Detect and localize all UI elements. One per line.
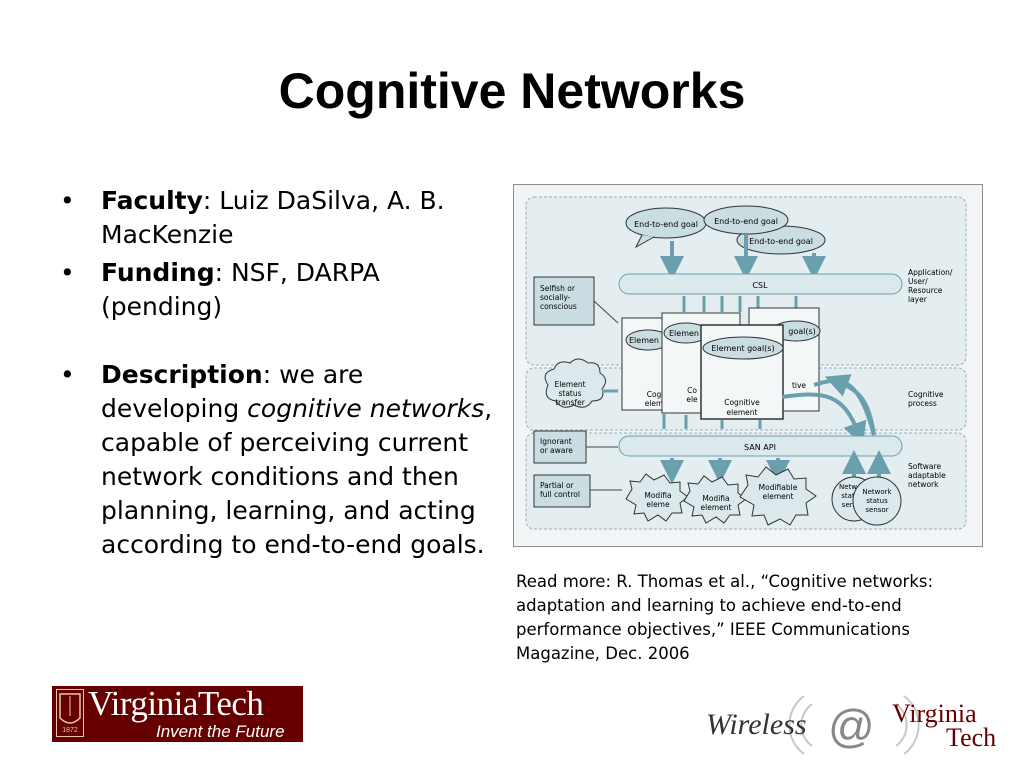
funding-label: Funding [101, 258, 215, 287]
vt-seal-icon: 1872 [56, 689, 84, 737]
goal-cloud-2: End-to-end goal [703, 205, 789, 235]
funding-value: : NSF, DARPA (pending) [101, 258, 380, 321]
status-cloud-line-2: status [558, 389, 581, 398]
front-element-goal: Element goal(s) [711, 344, 774, 353]
back-element-label-1: Cog [647, 390, 662, 399]
wireless-at-virginia-tech-logo: Wireless @ Virginia Tech [700, 684, 1010, 764]
csl-label: CSL [752, 281, 768, 290]
sensor-back-line-2: stat [841, 492, 855, 500]
side-box-3-line-2: full control [540, 490, 580, 499]
bullet-funding: Funding: NSF, DARPA (pending) [58, 256, 498, 324]
description-post: , capable of perceiving current network … [101, 394, 493, 559]
goal-label-3: End-to-end goal [749, 237, 813, 246]
csl-bar [618, 273, 903, 295]
description-label: Description [101, 360, 263, 389]
side-box-ignorant: Ignorant or aware [533, 430, 587, 464]
side-box-1-line-2: socially- [540, 293, 571, 302]
vt-logo-tagline: Invent the Future [156, 722, 285, 741]
element-status-cloud: Element status transfer [544, 358, 606, 408]
bullet-description: Description: we are developing cognitive… [58, 358, 498, 562]
at-symbol: @ [828, 700, 875, 752]
vt-logo-name: VirginiaTech [88, 684, 264, 723]
virginia-text: Virginia [892, 699, 977, 728]
modifiable-1-line-2: eleme [646, 500, 670, 509]
slide-title: Cognitive Networks [278, 63, 746, 119]
modifiable-3-line-1: Modifiable [759, 483, 798, 492]
goal-cloud-1: End-to-end goal [625, 207, 707, 249]
goal-label-2: End-to-end goal [714, 217, 778, 226]
front-element-label-2: element [727, 408, 758, 417]
layer-cog-1: Cognitive [908, 390, 944, 399]
side-box-selfish: Selfish or socially- conscious [533, 276, 595, 326]
back-element-label-2: elem [645, 399, 664, 408]
sensor-back-line-3: sen [842, 501, 854, 509]
mid-element-label-1: Co [687, 386, 697, 395]
mid-element-label-2: ele [686, 395, 698, 404]
modifiable-element-3: Modifiable element [739, 466, 817, 526]
layer-app-2: User/ [908, 277, 928, 286]
read-more-citation: Read more: R. Thomas et al., “Cognitive … [516, 572, 934, 663]
side-box-partial: Partial or full control [533, 474, 591, 508]
layer-san-1: Software [908, 462, 941, 471]
back-element-goal: Elemen [629, 336, 659, 345]
cognitive-element-front: Element goal(s) Cognitive element [700, 324, 784, 420]
network-status-sensor-front: Network status sensor [852, 476, 902, 526]
layer-san-2: adaptable [908, 471, 946, 480]
layer-app-4: layer [908, 295, 928, 304]
status-cloud-line-3: transfer [555, 398, 586, 407]
san-api-bar [618, 435, 903, 457]
front-element-label-1: Cognitive [724, 398, 760, 407]
side-box-2-line-2: or aware [540, 446, 573, 455]
layer-labels: Application/ User/ Resource layer Cognit… [908, 268, 953, 489]
wireless-text: Wireless [706, 708, 807, 741]
modifiable-1-line-1: Modifia [644, 491, 671, 500]
bullet-list: Faculty: Luiz DaSilva, A. B. MacKenzie F… [58, 184, 498, 566]
layer-app-3: Resource [908, 286, 943, 295]
modifiable-2-line-1: Modifia [702, 494, 729, 503]
modifiable-element-2: Modifia element [683, 475, 747, 524]
layer-cog-2: process [908, 399, 937, 408]
modifiable-2-line-2: element [701, 503, 732, 512]
virginia-tech-logo: 1872 VirginiaTech Invent the Future [52, 684, 303, 742]
mid-element-goal: Elemen [669, 329, 699, 338]
tech-text: Tech [946, 723, 996, 752]
signal-waves-icon [788, 695, 920, 755]
goal-label-1: End-to-end goal [634, 220, 698, 229]
description-emphasis: cognitive networks [247, 394, 485, 423]
side-box-2-line-1: Ignorant [540, 437, 572, 446]
right-element-label: tive [792, 381, 806, 390]
bullet-faculty: Faculty: Luiz DaSilva, A. B. MacKenzie [58, 184, 498, 252]
san-api-label: SAN API [744, 443, 776, 452]
description-pre: : we are developing [101, 360, 364, 423]
sensor-front-line-1: Network [862, 488, 892, 496]
modifiable-3-line-2: element [763, 492, 794, 501]
status-cloud-line-1: Element [554, 380, 585, 389]
side-box-1-line-3: conscious [540, 302, 577, 311]
side-box-3-line-1: Partial or [540, 481, 575, 490]
cognitive-network-diagram: End-to-end goal End-to-end goal End-to-e… [513, 184, 983, 547]
vt-seal-year: 1872 [62, 727, 78, 734]
layer-san-3: network [908, 480, 939, 489]
faculty-label: Faculty [101, 186, 203, 215]
side-box-1-line-1: Selfish or [540, 284, 576, 293]
sensor-front-line-2: status [866, 497, 888, 505]
right-element-goal: goal(s) [788, 327, 816, 336]
faculty-value: : Luiz DaSilva, A. B. MacKenzie [101, 186, 445, 249]
sensor-front-line-3: sensor [865, 506, 888, 514]
layer-app-1: Application/ [908, 268, 953, 277]
sensor-back-line-1: Netw [839, 483, 857, 491]
